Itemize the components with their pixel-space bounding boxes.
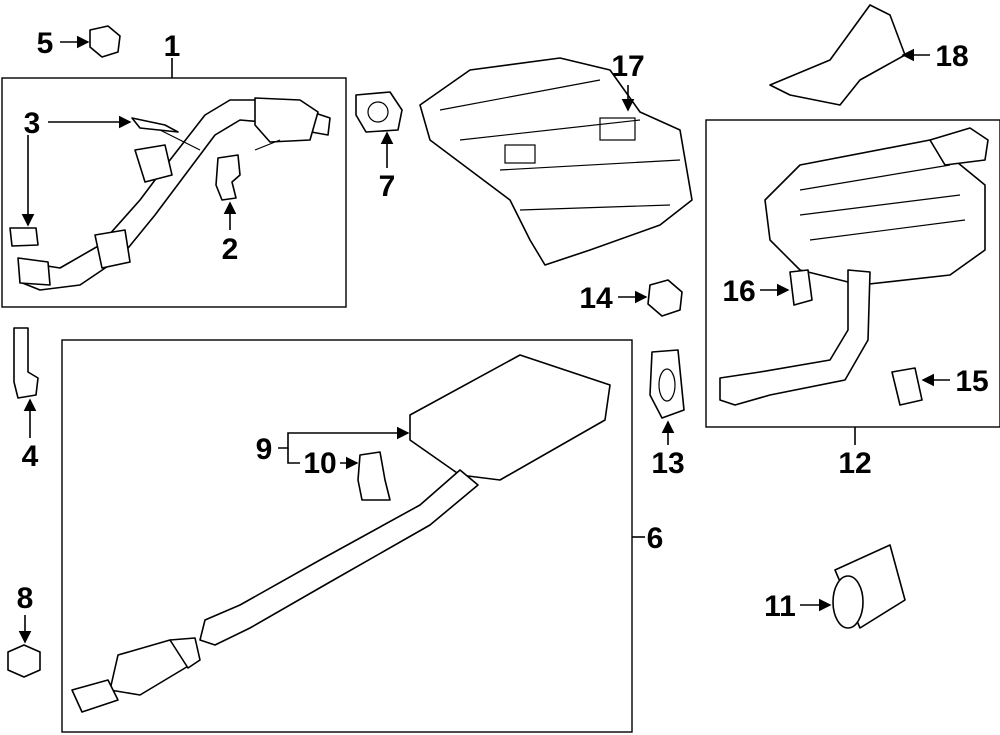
gasket-part-3[interactable] <box>9 227 39 247</box>
bolt-part-4[interactable] <box>13 327 39 399</box>
callout-1: 1 <box>164 30 181 63</box>
callout-7: 7 <box>379 170 396 203</box>
bracket-part-18[interactable] <box>769 4 906 106</box>
callout-2: 2 <box>222 233 239 266</box>
callout-10: 10 <box>303 447 336 480</box>
rear-muffler-part-12[interactable] <box>719 127 989 406</box>
group-box-rear-muffler <box>705 119 1000 428</box>
callout-16: 16 <box>722 275 755 308</box>
hanger-part-16[interactable] <box>789 269 813 306</box>
nut-part-14[interactable] <box>647 279 683 317</box>
callout-6: 6 <box>647 522 664 555</box>
callout-5: 5 <box>37 27 54 60</box>
front-pipe-part[interactable] <box>17 97 331 291</box>
callout-12: 12 <box>838 447 871 480</box>
callout-8: 8 <box>17 582 34 615</box>
callout-9: 9 <box>256 433 273 466</box>
hanger-part-10[interactable] <box>357 451 391 501</box>
clamp-part-11[interactable] <box>832 544 906 629</box>
rubber-hanger-part-2[interactable] <box>215 154 241 201</box>
clip-part-3[interactable] <box>131 117 179 133</box>
callout-18: 18 <box>935 40 968 73</box>
nut-part-8[interactable] <box>7 644 41 678</box>
callout-13: 13 <box>651 447 684 480</box>
callout-17: 17 <box>611 50 644 83</box>
center-muffler-part-6[interactable] <box>71 354 611 713</box>
group-box-center-pipe <box>61 339 633 733</box>
gasket-part-13[interactable] <box>649 349 685 419</box>
heat-shield-part-17[interactable] <box>419 57 693 266</box>
leader-lines <box>18 35 950 644</box>
hanger-part-15[interactable] <box>891 367 923 406</box>
gasket-part-7[interactable] <box>355 91 403 133</box>
callout-4: 4 <box>22 440 39 473</box>
group-box-front-pipe <box>1 77 347 308</box>
callout-3: 3 <box>24 107 41 140</box>
nut-part-5[interactable] <box>89 25 121 58</box>
callout-14: 14 <box>579 282 613 315</box>
callout-15: 15 <box>955 365 988 398</box>
callout-11: 11 <box>764 590 796 623</box>
